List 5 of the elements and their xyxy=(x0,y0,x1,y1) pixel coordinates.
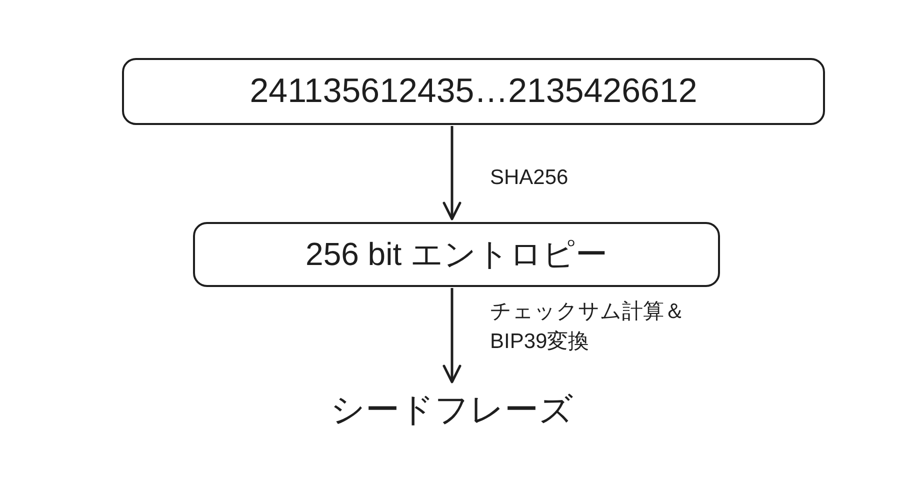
process-box: 256 bit エントロピー xyxy=(193,222,720,287)
arrow xyxy=(442,126,462,220)
process-box: 241135612435…2135426612 xyxy=(122,58,825,125)
result-text: シードフレーズ xyxy=(292,385,612,435)
arrow xyxy=(442,288,462,384)
